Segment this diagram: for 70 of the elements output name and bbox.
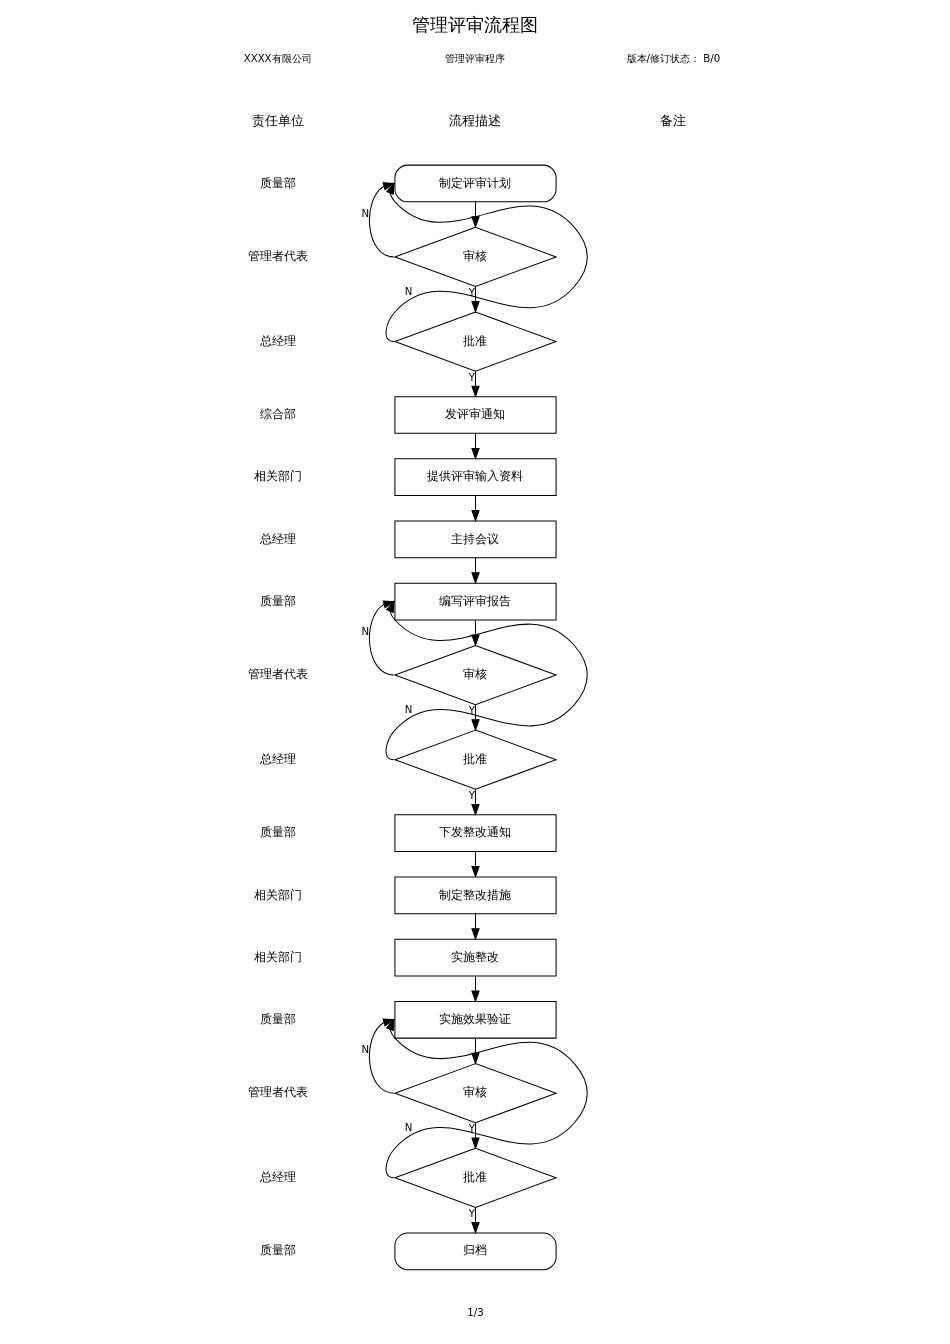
node-diamond: 审核 (392, 644, 558, 706)
arrow (470, 432, 480, 461)
arrow (470, 557, 480, 585)
edge-label: Y (468, 705, 475, 717)
node-box: 实施整改 (393, 938, 557, 977)
arrow (470, 851, 480, 879)
arrow (470, 495, 480, 523)
label: XXXX有限公司 (243, 52, 312, 64)
edge-label: Y (468, 1123, 475, 1135)
label: 版本/修订状态： B/0 (626, 52, 720, 64)
node-diamond: 批准 (392, 311, 558, 372)
arrow (368, 600, 395, 676)
label: 管理者代表 (247, 1085, 308, 1100)
node-diamond: 批准 (392, 1147, 558, 1208)
edge-label: N (404, 285, 412, 297)
label: 管理者代表 (247, 249, 308, 264)
label: 综合部 (259, 407, 296, 422)
arrow (470, 1037, 480, 1065)
diagram-title: 管理评审流程图 (412, 13, 538, 35)
node-diamond: 批准 (392, 729, 558, 790)
node-box: 编写评审报告 (393, 582, 557, 621)
arrow (470, 913, 480, 941)
arrow (470, 201, 480, 229)
edge-label: Y (468, 286, 475, 298)
label: 责任单位 (251, 112, 304, 128)
node-diamond: 审核 (392, 226, 558, 288)
arrow (470, 788, 480, 817)
label: 总经理 (259, 333, 296, 348)
arrow (470, 1207, 480, 1235)
label: 质量部 (259, 175, 296, 190)
arrow (385, 182, 588, 343)
edge-label: Y (468, 1208, 475, 1220)
edge-label: Y (468, 789, 475, 801)
node-box: 制定整改措施 (393, 876, 557, 915)
arrow (385, 1018, 588, 1179)
edge-label: N (361, 625, 369, 637)
edge-label: N (404, 1122, 412, 1134)
node-diamond: 审核 (392, 1063, 558, 1124)
label: 质量部 (259, 1011, 296, 1026)
edge-label: N (361, 1044, 369, 1056)
arrow (368, 1018, 395, 1094)
node-box: 主持会议 (393, 520, 557, 559)
label: 流程描述 (449, 112, 501, 128)
label: 质量部 (259, 825, 296, 840)
label: 备注 (659, 112, 686, 128)
node-box: 提供评审输入资料 (393, 458, 557, 497)
label: 管理者代表 (247, 667, 308, 682)
label: 质量部 (259, 1243, 296, 1258)
label: 1/3 (466, 1307, 484, 1319)
arrow (368, 182, 395, 258)
label: 总经理 (259, 531, 296, 546)
arrow (470, 975, 480, 1003)
arrow (385, 600, 588, 761)
label: 总经理 (259, 751, 296, 766)
node-box: 实施效果验证 (393, 1000, 557, 1039)
label: 质量部 (259, 593, 296, 608)
node-box: 发评审通知 (393, 396, 557, 434)
label: 相关部门 (253, 887, 302, 902)
label: 管理评审程序 (445, 52, 505, 64)
label: 相关部门 (253, 469, 302, 484)
edge-label: N (361, 207, 369, 219)
arrow (470, 370, 480, 398)
edge-label: Y (468, 371, 475, 383)
label: 总经理 (259, 1170, 296, 1185)
node-box: 下发整改通知 (393, 814, 557, 852)
edge-label: N (404, 703, 412, 715)
node-box: 制定评审计划 (393, 164, 557, 203)
node-box: 归档 (393, 1232, 557, 1271)
label: 相关部门 (253, 949, 302, 964)
arrow (470, 619, 480, 647)
